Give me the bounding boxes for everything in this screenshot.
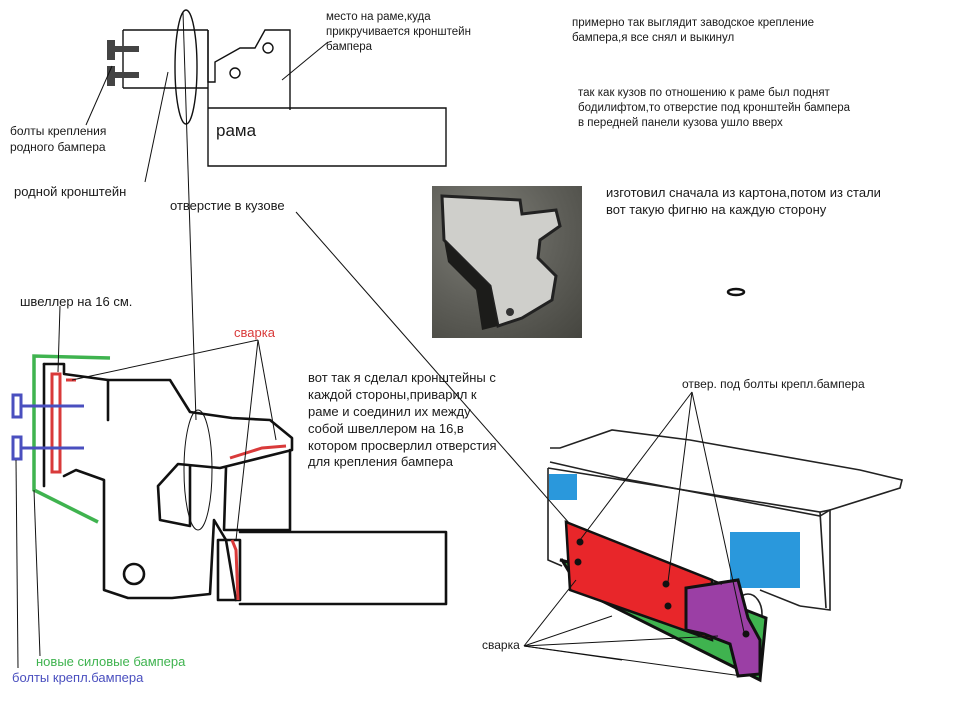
left-headlight (549, 474, 577, 500)
factory-mount-label: примерно так выглядит заводское креплени… (572, 17, 815, 44)
leader-lines-bottom-left (15, 11, 585, 669)
weld-bottom-label: сварка (482, 638, 520, 652)
new-bumpers-label: новые силовые бампера (36, 654, 186, 669)
frame-label: рама (216, 121, 257, 140)
weld-red-lines (50, 372, 287, 601)
bumper-bolts-label: болты крепл.бампера (12, 670, 144, 685)
right-headlight (730, 532, 800, 588)
cardboard-template-label: изготовил сначала из картона,потом из ст… (606, 185, 881, 217)
small-hole-mark (726, 287, 746, 297)
weld-top-label: сварка (234, 325, 275, 340)
bumper-holes-label: отвер. под болты крепл.бампера (682, 377, 865, 391)
native-bolt-icons (107, 40, 139, 86)
factory-bracket-sketch (122, 9, 447, 167)
leader-lines-top (85, 41, 329, 183)
new-bracket-sketch (42, 362, 448, 606)
new-bumper-green (32, 354, 111, 524)
vehicle-bumper (559, 520, 768, 683)
channel-label: швеллер на 16 см. (20, 294, 133, 309)
frame-attach-place-label: место на раме,куда прикручивается кроншт… (326, 11, 471, 53)
native-bolts-label: болты крепления родного бампера (10, 124, 107, 154)
body-hole-label: отверстие в кузове (170, 198, 285, 213)
photo-bracket-shape (440, 194, 562, 330)
bumper-bolts-blue (11, 393, 84, 461)
native-bracket-label: родной кронштейн (14, 184, 127, 199)
leader-lines-bottom-right (523, 391, 745, 677)
body-lift-label: так как кузов по отношению к раме был по… (578, 87, 851, 129)
made-brackets-label: вот так я сделал кронштейны с каждой сто… (308, 370, 497, 470)
